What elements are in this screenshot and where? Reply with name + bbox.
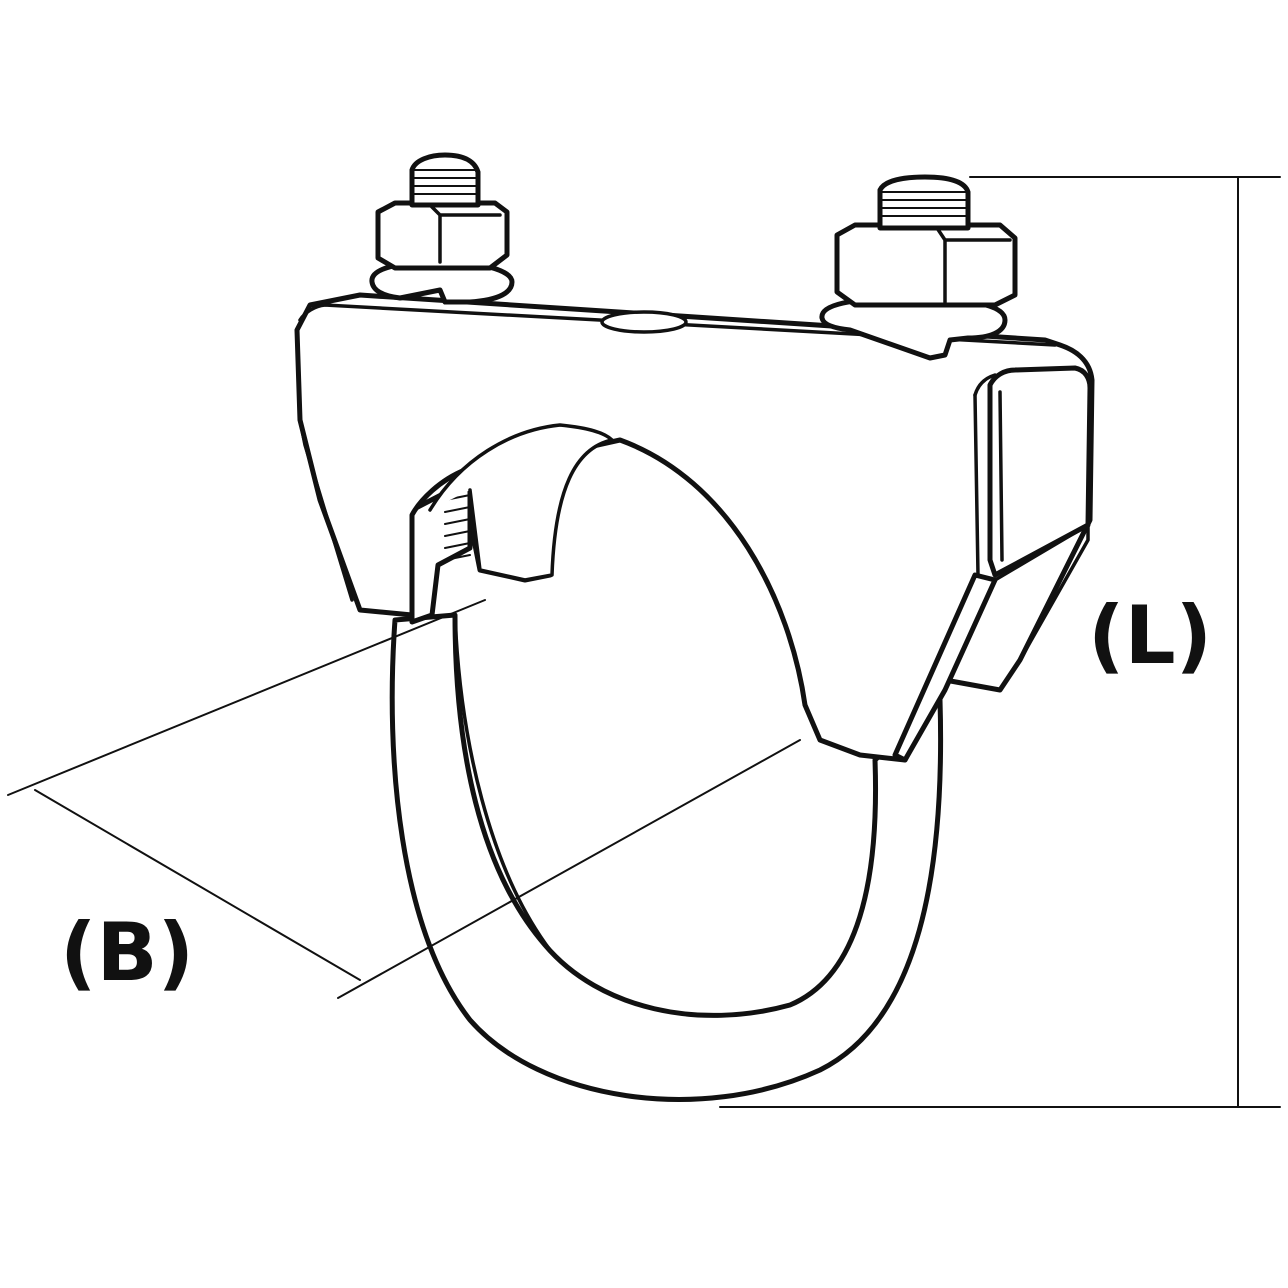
- saddle-block: [294, 292, 1095, 763]
- dimension-l-lines: [719, 176, 1281, 1108]
- u-bolt: [389, 612, 944, 1102]
- saddle-side-panel: [987, 365, 1093, 578]
- right-nut-assembly: [819, 174, 1018, 361]
- saddle-top-edge: [298, 303, 1057, 347]
- saddle-arch: [428, 423, 614, 582]
- u-bolt-inner-edge: [453, 613, 552, 952]
- saddle-right-flange: [892, 572, 998, 763]
- left-nut: [375, 200, 510, 271]
- left-nut-assembly: [369, 152, 515, 305]
- right-nut: [834, 222, 1018, 308]
- dimension-b-lines: [7, 599, 801, 999]
- left-bolt-thread: [409, 152, 481, 208]
- right-bolt-thread: [877, 174, 971, 231]
- dimension-label-length: (L): [1088, 589, 1212, 682]
- saddle-top-hole: [600, 310, 688, 334]
- dimension-label-width: (B): [60, 906, 194, 999]
